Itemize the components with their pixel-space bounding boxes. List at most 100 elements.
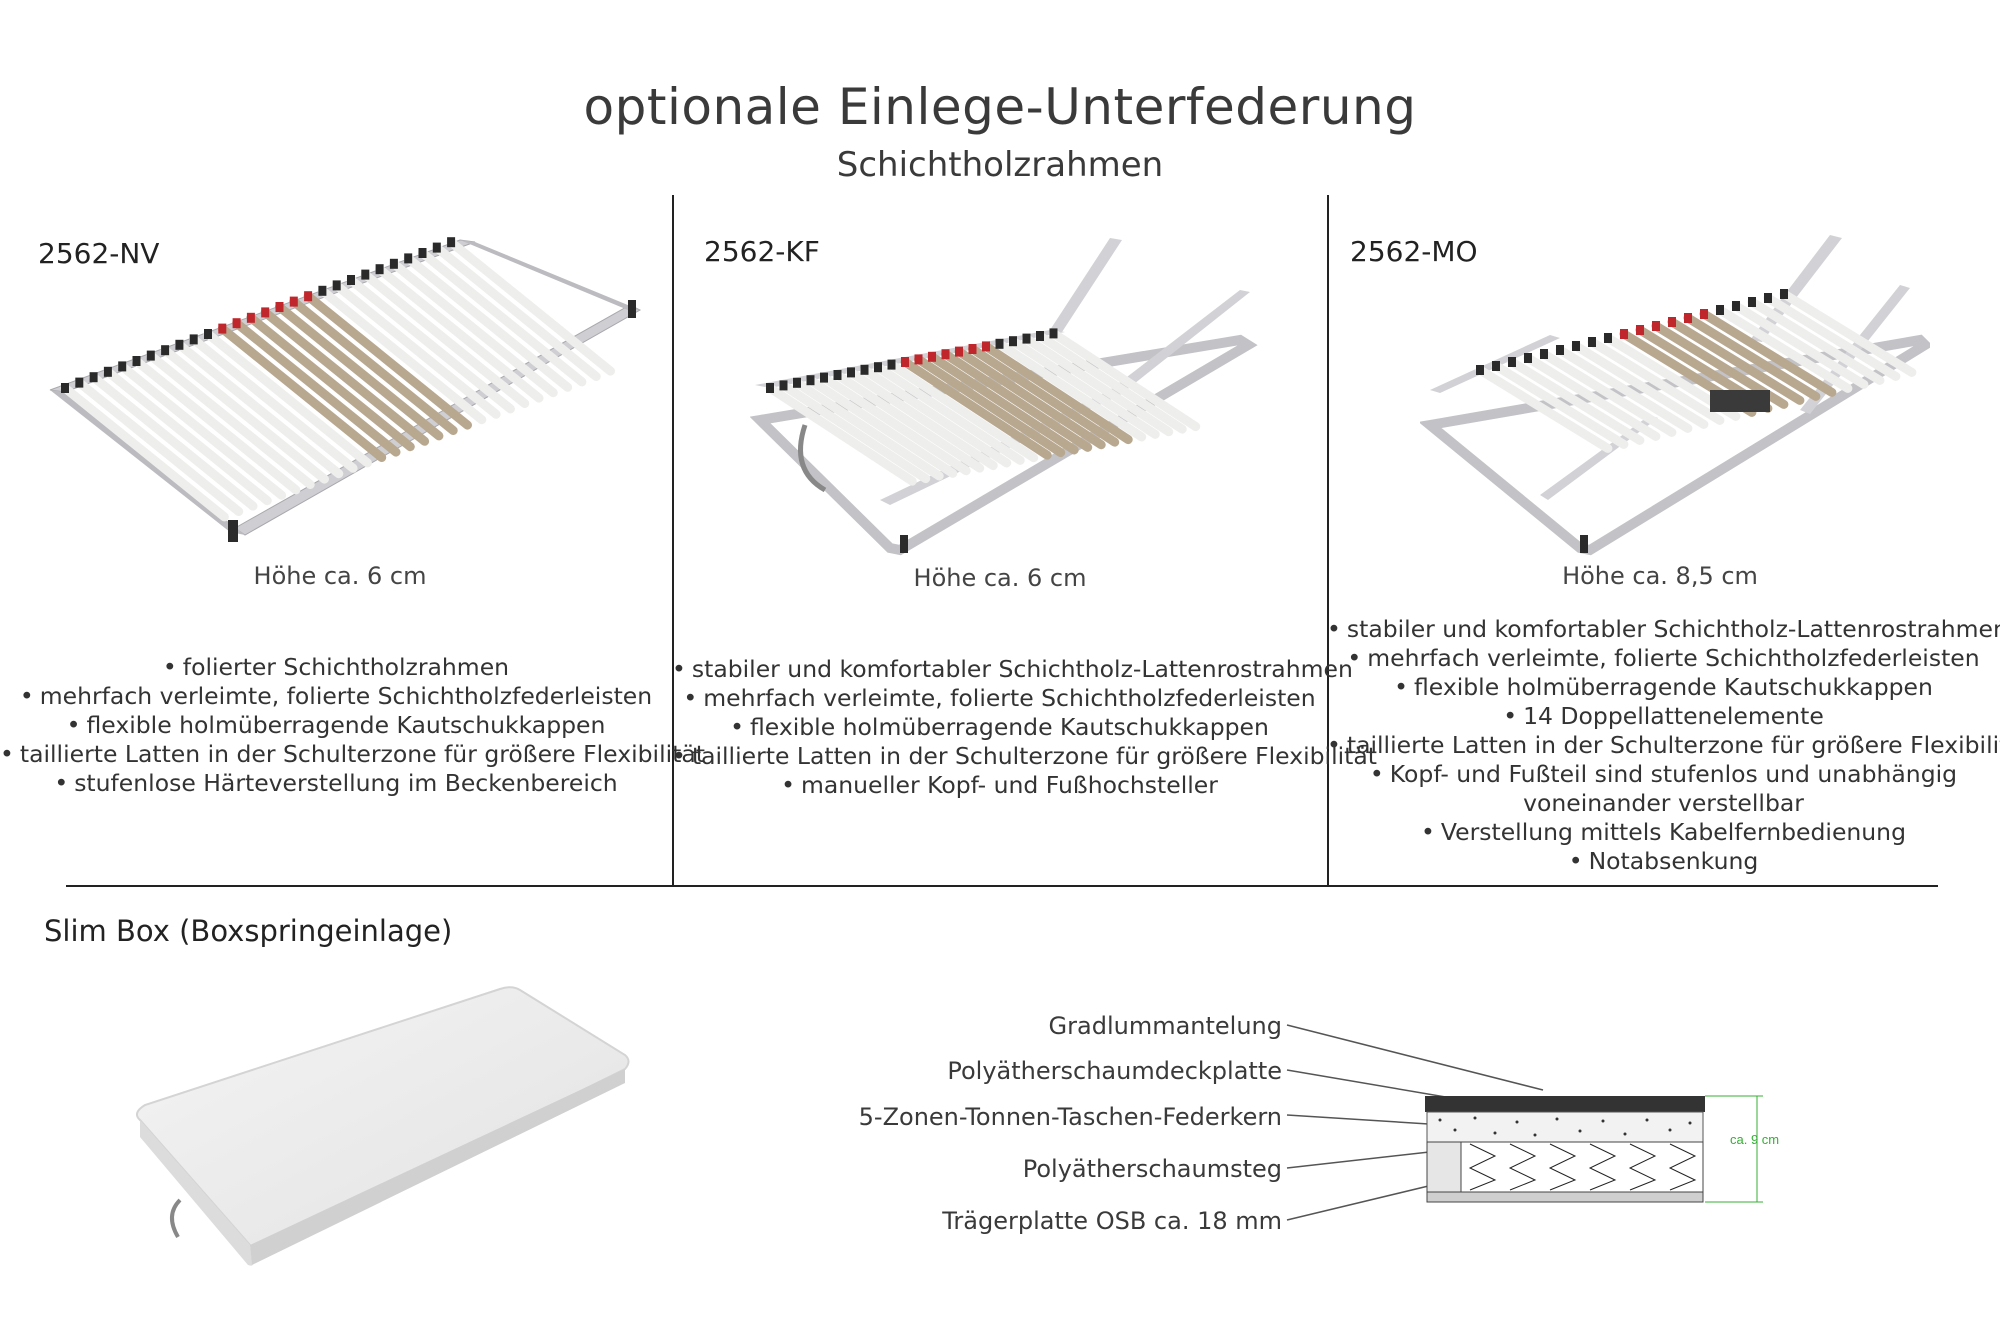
- slat-cap: [1604, 333, 1612, 343]
- slat: [203, 329, 372, 468]
- slatted-frame-adjustable-image: [750, 238, 1258, 556]
- slat-cap: [1022, 333, 1031, 344]
- slat: [375, 264, 544, 403]
- height-label-mo: Höhe ca. 8,5 cm: [1562, 562, 1758, 590]
- slat-cap: [1508, 357, 1516, 367]
- slat: [1507, 357, 1645, 445]
- slat-cap: [132, 356, 141, 366]
- slat-cap: [261, 307, 270, 318]
- feature-list-mo: •stabiler und komfortabler Schichtholz-L…: [1327, 615, 2000, 876]
- slat-cap: [793, 377, 801, 388]
- slat-cap: [103, 366, 112, 377]
- page-subtitle: Schichtholzrahmen: [836, 145, 1164, 185]
- list-item: •mehrfach verleimte, folierte Schichthol…: [683, 684, 1316, 712]
- slat: [981, 341, 1133, 445]
- slat-cap: [161, 345, 170, 356]
- slat: [900, 357, 1052, 460]
- slat-cap: [1572, 341, 1580, 351]
- slat: [873, 362, 1025, 465]
- column-divider: [672, 195, 674, 885]
- slat-cap: [1700, 309, 1708, 319]
- list-item: •taillierte Latten in der Schulterzone f…: [0, 740, 705, 768]
- slat-cap: [332, 280, 341, 291]
- slat: [792, 378, 944, 481]
- slat-cap: [1036, 331, 1044, 341]
- height-label-kf: Höhe ca. 6 cm: [913, 564, 1087, 592]
- slat: [765, 383, 917, 486]
- slat: [232, 318, 401, 457]
- slat: [389, 259, 558, 398]
- slat-cap: [275, 302, 284, 312]
- slat-cap: [1476, 365, 1484, 375]
- slat-cap: [1588, 337, 1596, 347]
- list-item: •flexible holmüberragende Kautschukkappe…: [730, 713, 1269, 741]
- slat: [1587, 337, 1725, 425]
- slat-cap: [1556, 345, 1564, 355]
- slat: [1523, 353, 1661, 441]
- list-item: •taillierte Latten in der Schulterzone f…: [672, 742, 1377, 770]
- list-item: •flexible holmüberragende Kautschukkappe…: [1394, 673, 1933, 701]
- section-divider: [66, 885, 1938, 887]
- slat-cap: [1748, 297, 1756, 307]
- slat: [1731, 301, 1869, 389]
- slat-cap: [1764, 293, 1772, 303]
- slat-cap: [874, 362, 882, 373]
- slat: [1683, 313, 1821, 401]
- slat-cap: [982, 341, 990, 352]
- slat: [1491, 361, 1629, 449]
- slat: [1539, 349, 1677, 437]
- slat-cap: [1009, 336, 1017, 347]
- model-name-kf: 2562-KF: [704, 235, 820, 268]
- slat: [927, 352, 1079, 455]
- slat: [275, 302, 444, 441]
- slat-cap: [118, 361, 127, 372]
- slat: [346, 275, 515, 414]
- slat: [132, 356, 301, 495]
- list-item: •stufenlose Härteverstellung im Beckenbe…: [54, 769, 618, 797]
- slat-cap: [246, 312, 255, 323]
- slat-cap: [1780, 289, 1788, 299]
- slat-cap: [447, 237, 456, 248]
- slat-cap: [404, 253, 413, 264]
- slat: [160, 345, 330, 484]
- slat-cap: [1492, 361, 1500, 371]
- slat: [1715, 305, 1853, 393]
- slat-cap: [1652, 321, 1660, 331]
- slat-cap: [1732, 301, 1740, 311]
- slat-cap: [779, 380, 788, 391]
- slat: [1555, 345, 1693, 433]
- slat-cap: [941, 349, 950, 360]
- slat-cap: [928, 351, 936, 362]
- slimbox-topper-image: [135, 986, 630, 1266]
- slat-cap: [1049, 328, 1058, 339]
- slat: [1022, 334, 1174, 437]
- feature-list-nv: •folierter Schichtholzrahmen •mehrfach v…: [0, 653, 705, 798]
- slat-cap: [304, 291, 313, 302]
- slat: [446, 237, 616, 376]
- page-title: optionale Einlege-Unterfederung: [583, 78, 1417, 136]
- slat: [968, 344, 1120, 447]
- slat: [189, 334, 358, 473]
- slat: [217, 324, 387, 463]
- slat-cap: [806, 375, 815, 386]
- column-divider: [1327, 195, 1329, 885]
- slat-cap: [389, 258, 398, 269]
- slat: [1763, 293, 1901, 381]
- slat-cap: [914, 354, 923, 365]
- list-item: •stabiler und komfortabler Schichtholz-L…: [672, 655, 1353, 683]
- slat-cap: [289, 296, 298, 307]
- slat: [332, 280, 501, 419]
- list-item: •mehrfach verleimte, folierte Schichthol…: [1347, 644, 1980, 672]
- slat-cap: [955, 346, 963, 357]
- slat: [833, 370, 985, 473]
- dimension-label: ca. 9 cm: [1730, 1132, 1779, 1147]
- slat: [317, 286, 487, 425]
- slat-cap: [89, 372, 98, 383]
- slat-cap: [847, 367, 855, 378]
- slat-cap: [995, 338, 1004, 349]
- slat: [289, 297, 458, 436]
- slat: [1035, 331, 1187, 434]
- slat: [1571, 341, 1709, 429]
- slat-cap: [968, 344, 977, 354]
- slat: [1008, 336, 1160, 439]
